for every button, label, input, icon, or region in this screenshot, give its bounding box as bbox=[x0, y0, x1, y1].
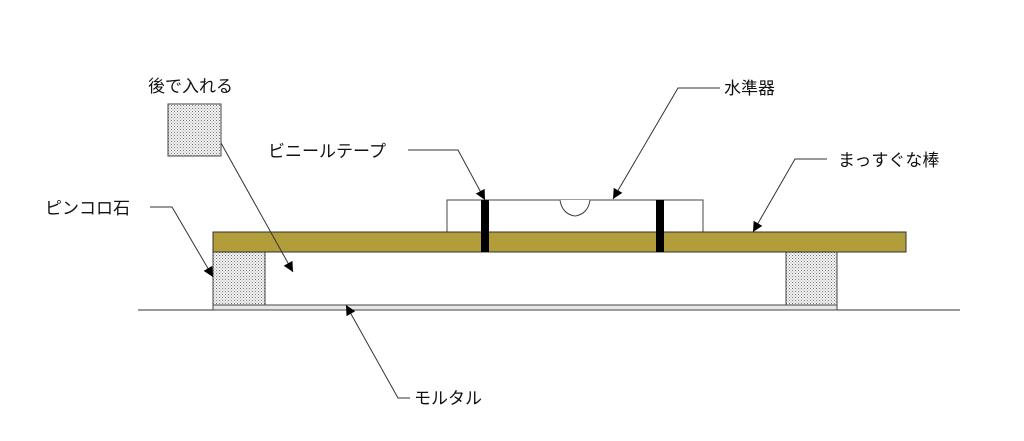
label-spirit-level: 水準器 bbox=[724, 79, 775, 99]
straight-bar bbox=[212, 231, 907, 253]
label-pinkoro-stone: ピンコロ石 bbox=[45, 199, 130, 219]
leader-straight-bar bbox=[752, 158, 827, 233]
label-mortar: モルタル bbox=[414, 389, 482, 409]
leader-spirit-level bbox=[612, 87, 720, 200]
mortar-layer bbox=[212, 304, 838, 311]
label-vinyl-tape: ビニールテープ bbox=[268, 142, 386, 162]
vinyl-tape-right bbox=[656, 200, 664, 252]
leader-mortar bbox=[345, 304, 410, 399]
leader-vinyl-tape bbox=[408, 149, 486, 201]
label-straight-bar: まっすぐな棒 bbox=[838, 151, 939, 171]
leader-later-insert bbox=[220, 142, 294, 273]
vinyl-tape-left bbox=[481, 200, 489, 252]
leader-pinkoro bbox=[150, 206, 214, 278]
level-bubble bbox=[559, 199, 591, 217]
left-pinkoro-stone bbox=[212, 251, 266, 306]
right-pinkoro-stone bbox=[785, 251, 838, 306]
stone-to-insert-later bbox=[167, 103, 222, 157]
label-later-insert: 後で入れる bbox=[148, 77, 233, 97]
